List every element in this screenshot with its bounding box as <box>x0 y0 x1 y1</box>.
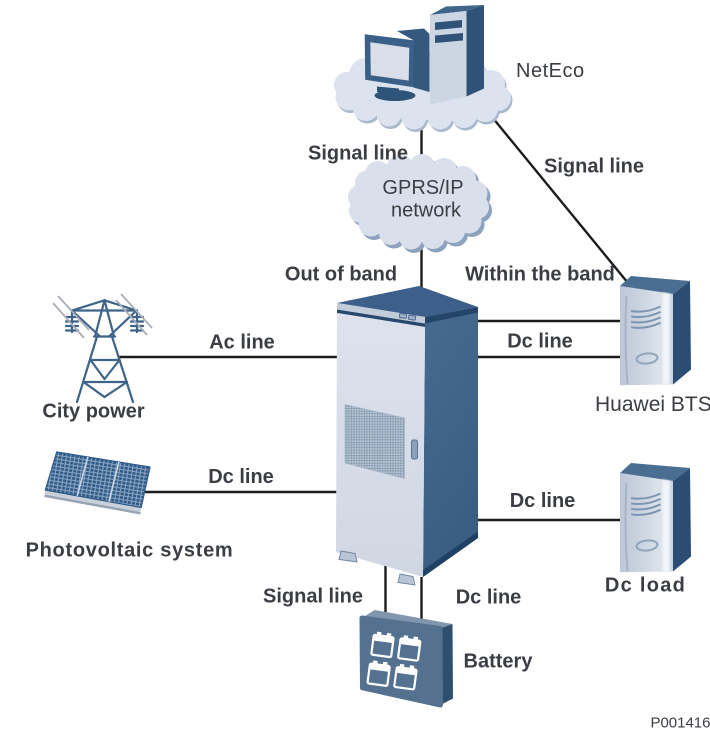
svg-text:Battery: Battery <box>464 651 534 673</box>
svg-text:Photovoltaic system: Photovoltaic system <box>26 540 234 562</box>
svg-text:Signal line: Signal line <box>544 156 644 178</box>
svg-text:NetEco: NetEco <box>516 60 585 82</box>
svg-text:P001416: P001416 <box>650 715 710 732</box>
svg-text:Ac line: Ac line <box>209 332 275 354</box>
svg-text:Signal line: Signal line <box>263 586 363 608</box>
svg-text:Dc line: Dc line <box>510 490 576 512</box>
svg-text:Dc line: Dc line <box>507 331 573 353</box>
svg-text:Signal line: Signal line <box>308 143 408 165</box>
svg-text:GPRS/IP: GPRS/IP <box>382 177 463 199</box>
svg-text:Dc load: Dc load <box>605 575 686 597</box>
svg-text:Within the band: Within the band <box>465 264 615 286</box>
svg-text:Out of band: Out of band <box>285 264 397 286</box>
svg-text:City power: City power <box>42 401 144 423</box>
svg-text:Dc line: Dc line <box>456 587 522 609</box>
svg-text:Huawei BTS: Huawei BTS <box>595 393 710 416</box>
svg-text:Dc line: Dc line <box>208 466 274 488</box>
svg-text:network: network <box>391 200 462 222</box>
